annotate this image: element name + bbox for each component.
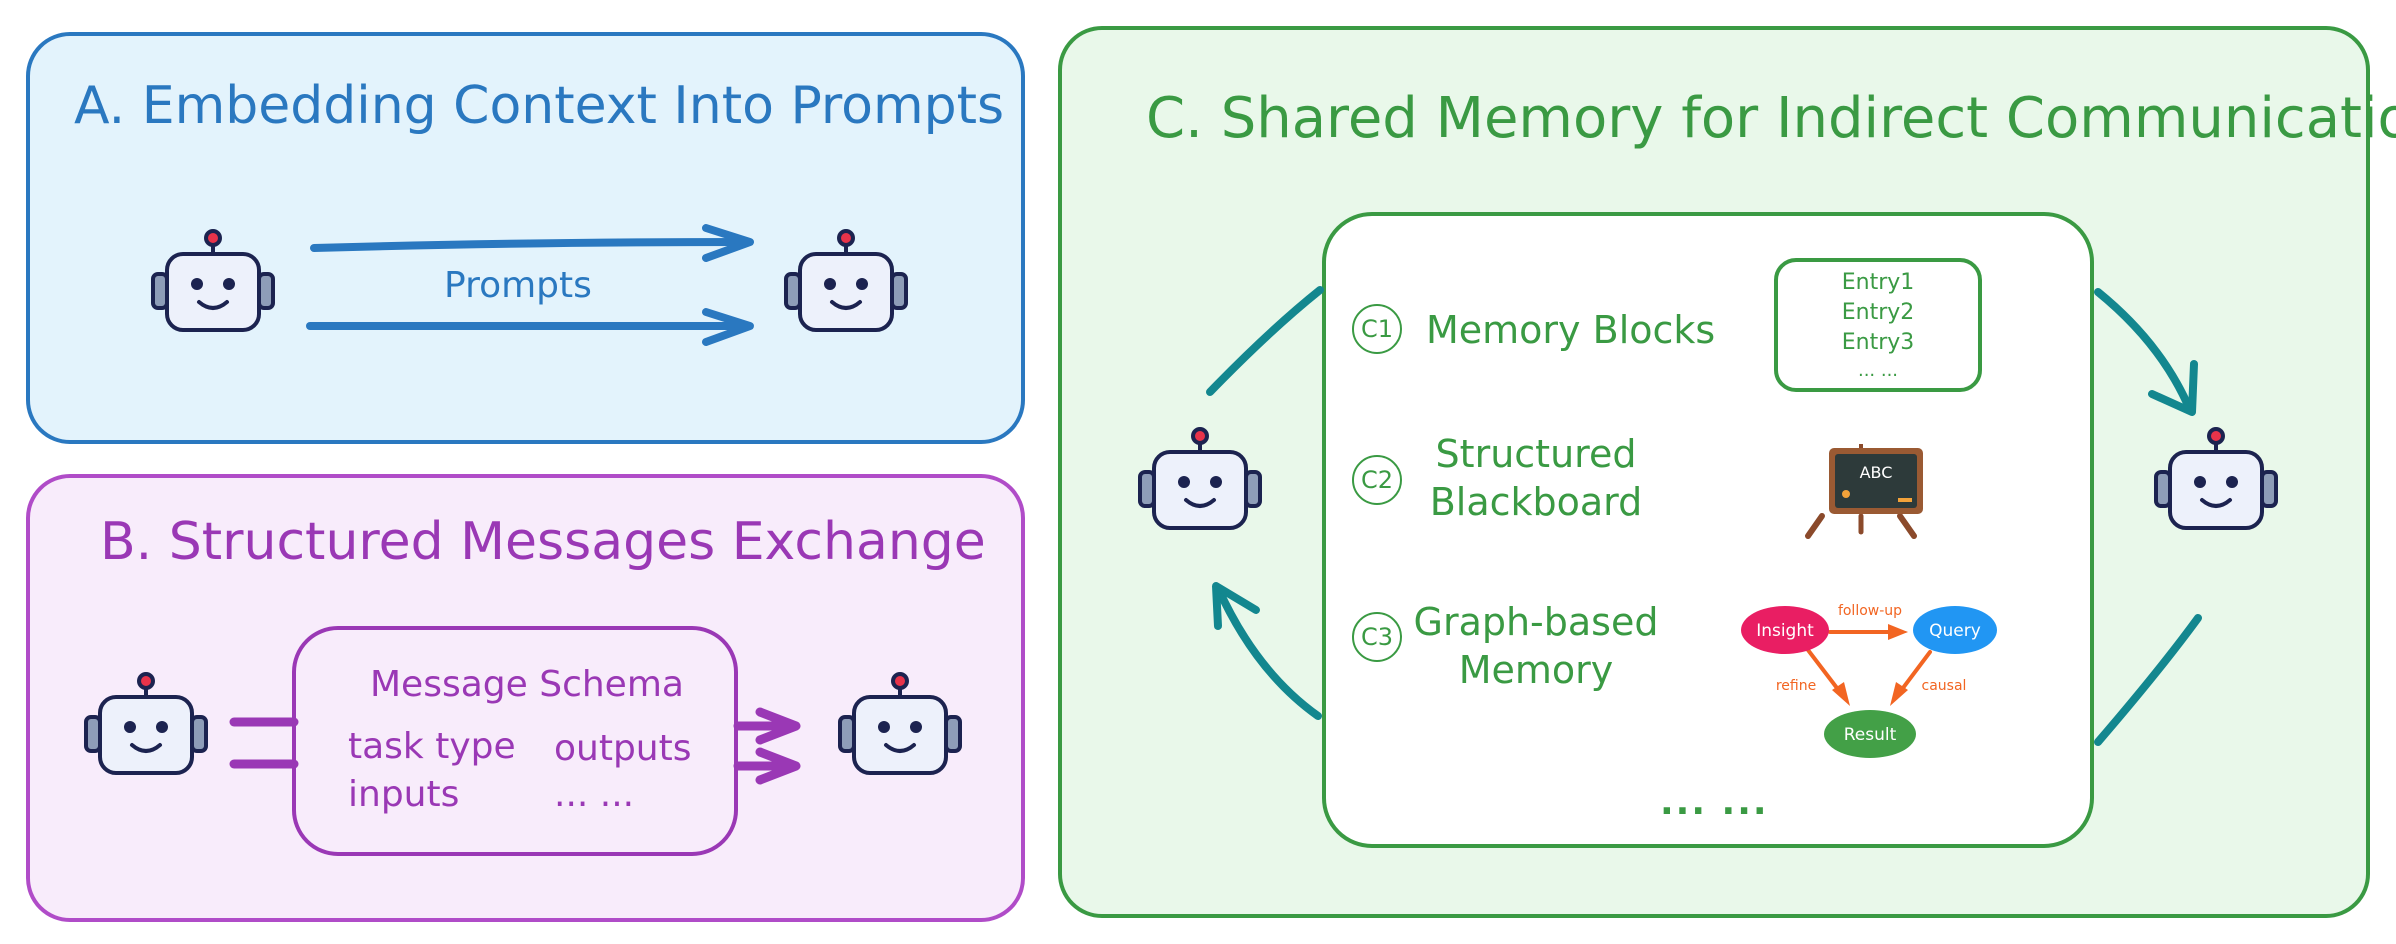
graph-node-result: Result	[1844, 725, 1897, 745]
cycle-arc-top-right-head	[2148, 360, 2198, 416]
robot-icon	[838, 672, 962, 775]
memory-entries-box	[1774, 258, 1982, 392]
schema-field-task-type: task type	[348, 726, 516, 767]
cycle-arc-bottom-left	[1214, 584, 1322, 720]
graph-edge-causal: causal	[1922, 678, 1967, 694]
panel-embedding-context	[26, 32, 1025, 444]
prompt-arrow-top-head	[702, 224, 754, 262]
structured-blackboard-line2: Blackboard	[1429, 480, 1643, 524]
prompts-label: Prompts	[444, 265, 592, 306]
robot-icon	[84, 672, 208, 775]
graph-node-insight-shape	[1741, 606, 1829, 654]
graph-edge-line	[1898, 650, 1932, 694]
memory-entry: Entry2	[1841, 300, 1915, 325]
graph-edge-follow-up: follow-up	[1838, 603, 1902, 619]
memory-entry: Entry3	[1841, 330, 1915, 355]
memory-entry: Entry1	[1841, 270, 1915, 295]
panel-b-title: B. Structured Messages Exchange	[100, 512, 986, 572]
message-schema-title: Message Schema	[370, 664, 684, 705]
memory-entry: ... ...	[1857, 360, 1899, 381]
graph-edge-refine: refine	[1776, 678, 1816, 694]
panel-a-title: A. Embedding Context Into Prompts	[74, 76, 1005, 136]
panel-c-title: C. Shared Memory for Indirect Communicat…	[1146, 86, 2396, 151]
prompt-arrow-top	[310, 238, 750, 252]
cycle-arc-bottom-right	[2094, 614, 2202, 746]
graph-edge-arrowhead	[1832, 682, 1850, 706]
schema-field-outputs: outputs	[554, 728, 692, 769]
graph-node-result-shape	[1824, 710, 1916, 758]
graph-memory-line2: Memory	[1458, 648, 1614, 692]
cycle-arc-top-right	[2094, 288, 2194, 414]
graph-memory-line1: Graph-based	[1413, 600, 1659, 644]
structured-blackboard-label: Structured Blackboard	[1418, 430, 1654, 526]
memory-blocks-label: Memory Blocks	[1426, 308, 1716, 352]
robot-icon	[2154, 427, 2278, 530]
more-memory-types: ... ...	[1660, 782, 1769, 823]
schema-field-inputs: inputs	[348, 774, 460, 815]
graph-node-query-shape	[1913, 606, 1997, 654]
structured-blackboard-line1: Structured	[1435, 432, 1637, 476]
graph-edge-arrowhead	[1888, 624, 1908, 640]
message-schema-box	[292, 626, 738, 856]
badge-c1: C1	[1352, 304, 1402, 354]
robot-icon	[151, 229, 275, 332]
prompt-arrow-bottom-head	[702, 308, 754, 346]
cycle-arc-top-left	[1206, 286, 1324, 396]
badge-c2: C2	[1352, 455, 1402, 505]
robot-icon	[1138, 427, 1262, 530]
blackboard-text: ABC	[1860, 463, 1893, 482]
graph-node-query: Query	[1929, 621, 1981, 641]
graph-edge-arrowhead	[1890, 682, 1908, 706]
cycle-arc-bottom-left-head	[1212, 582, 1260, 630]
badge-c3: C3	[1352, 612, 1402, 662]
message-out-arrow-bottom-head	[755, 747, 801, 785]
graph-node-insight: Insight	[1756, 621, 1814, 641]
schema-field-more: ... ...	[554, 774, 635, 815]
robot-icon	[784, 229, 908, 332]
message-out-arrow-top-head	[755, 707, 801, 745]
graph-edge-line	[1806, 648, 1842, 694]
graph-memory-label: Graph-based Memory	[1412, 598, 1660, 694]
